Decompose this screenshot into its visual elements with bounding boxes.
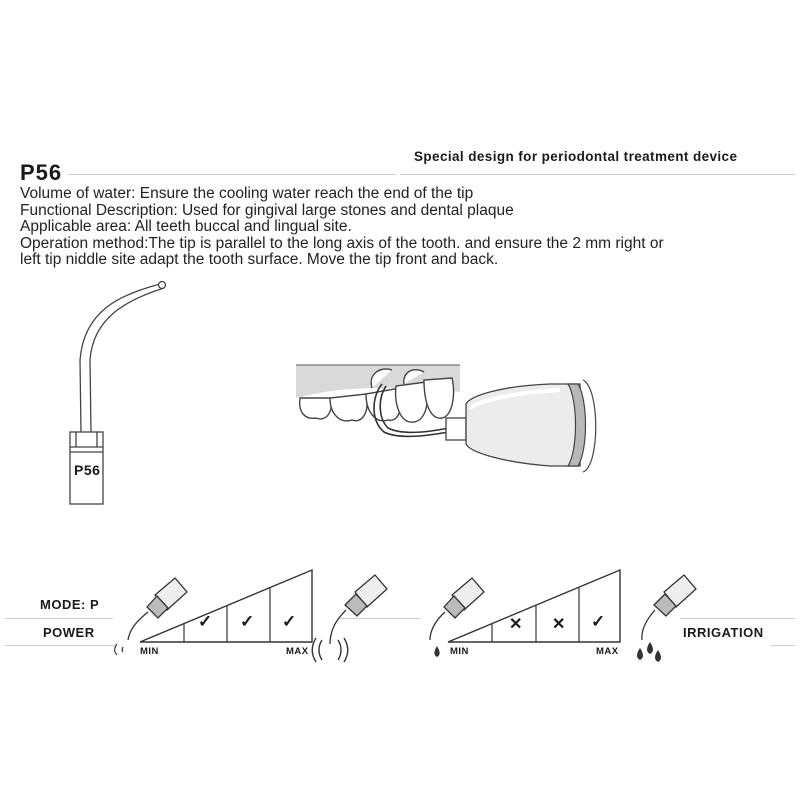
header-rule-right xyxy=(400,174,795,175)
water-drops-large-icon xyxy=(637,642,661,662)
power-label: POWER xyxy=(43,625,95,640)
power-min-label: MIN xyxy=(140,646,159,657)
description-line: Applicable area: All teeth buccal and li… xyxy=(20,218,352,235)
model-title: P56 xyxy=(20,160,63,185)
irrigation-level-1-mark: ✕ xyxy=(509,616,523,633)
power-level-1-mark: ✓ xyxy=(198,612,213,631)
description-line: Operation method:The tip is parallel to … xyxy=(20,234,664,252)
description-block: Volume of water: Ensure the cooling wate… xyxy=(20,185,790,269)
subtitle: Special design for periodontal treatment… xyxy=(414,149,738,164)
section-rule-mid xyxy=(340,618,420,619)
power-level-2-mark: ✓ xyxy=(240,612,255,631)
section-rule-right xyxy=(680,618,795,619)
section-rule-left xyxy=(5,618,113,619)
description-line: Functional Description: Used for gingiva… xyxy=(20,201,514,219)
section-rule-bottom-right xyxy=(770,645,795,646)
irrigation-min-label: MIN xyxy=(450,646,469,657)
irrigation-level-2-mark: ✕ xyxy=(552,616,566,633)
header-rule-left xyxy=(68,174,396,175)
irrigation-level-3-mark: ✓ xyxy=(591,612,606,631)
section-rule-bottom xyxy=(5,645,115,646)
power-max-label: MAX xyxy=(286,646,309,657)
description-line: Volume of water: Ensure the cooling wate… xyxy=(20,185,474,202)
description-line: left tip niddle site adapt the tooth sur… xyxy=(20,251,499,268)
mode-label: MODE: P xyxy=(40,597,100,612)
water-drop-small-icon xyxy=(434,646,440,657)
tip-engraving: P56 xyxy=(74,462,101,478)
irrigation-max-label: MAX xyxy=(596,646,619,657)
vibration-low-icon xyxy=(114,643,124,656)
power-level-3-mark: ✓ xyxy=(282,612,297,631)
irrigation-label: IRRIGATION xyxy=(683,625,764,640)
vibration-high-icon xyxy=(311,637,349,663)
